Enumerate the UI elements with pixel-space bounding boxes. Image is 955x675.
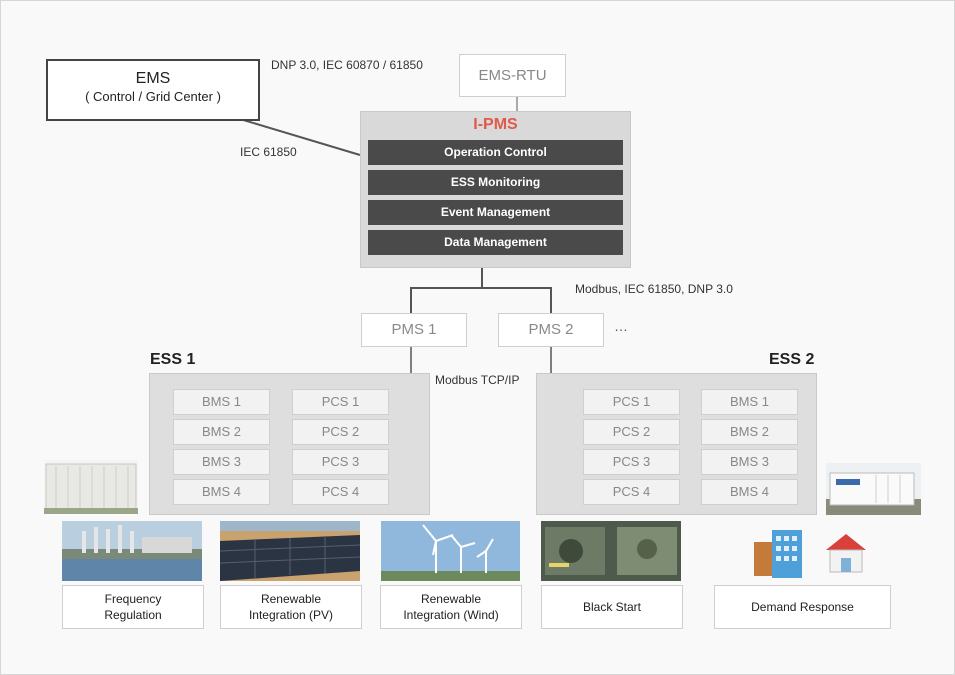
- pms-ess-protocol-label: Modbus TCP/IP: [435, 373, 520, 387]
- ess1-bms-2: BMS 2: [173, 419, 270, 445]
- application-label-line2: Integration (Wind): [403, 608, 499, 622]
- pms-more-ellipsis: …: [614, 318, 628, 334]
- black-start-image: [541, 521, 681, 581]
- application-label-line1: Demand Response: [751, 600, 854, 614]
- application-label-line1: Frequency: [104, 592, 162, 606]
- application-demand-response: Demand Response: [714, 585, 891, 629]
- ess-2-title: ESS 2: [769, 351, 815, 368]
- demand-response-image: [754, 530, 866, 578]
- ess2-bms-1: BMS 1: [701, 389, 798, 415]
- ipms-pms-protocol-label: Modbus, IEC 61850, DNP 3.0: [575, 282, 733, 296]
- ess2-pcs-1: PCS 1: [583, 389, 680, 415]
- ipms-box: I-PMS Operation Control ESS Monitoring E…: [360, 111, 631, 268]
- ess1-pcs-4: PCS 4: [292, 479, 389, 505]
- ess1-bms-1: BMS 1: [173, 389, 270, 415]
- ess1-pcs-3: PCS 3: [292, 449, 389, 475]
- frequency-regulation-image: [62, 521, 202, 581]
- ipms-title: I-PMS: [473, 116, 518, 133]
- ess-1-container-image: [44, 460, 138, 514]
- ess-1-title: ESS 1: [150, 351, 196, 368]
- ess2-pcs-2: PCS 2: [583, 419, 680, 445]
- application-black-start: Black Start: [541, 585, 683, 629]
- ems-box: EMS ( Control / Grid Center ): [46, 59, 260, 121]
- application-label-line1: Black Start: [582, 600, 642, 614]
- ess2-bms-3: BMS 3: [701, 449, 798, 475]
- ipms-pms-connector: [410, 267, 483, 313]
- ess1-bms-3: BMS 3: [173, 449, 270, 475]
- ems-ipms-protocol-label: IEC 61850: [240, 145, 297, 159]
- ipms-function-data-management: Data Management: [368, 230, 623, 255]
- ess1-pcs-2: PCS 2: [292, 419, 389, 445]
- ess2-pcs-3: PCS 3: [583, 449, 680, 475]
- ess-2-container-image: [826, 463, 921, 515]
- pv-integration-image: [220, 521, 360, 581]
- ems-rtu-box: EMS-RTU: [459, 54, 566, 97]
- ess1-bms-4: BMS 4: [173, 479, 270, 505]
- ipms-function-event-management: Event Management: [368, 200, 623, 225]
- ems-title: EMS: [135, 70, 171, 87]
- ems-subtitle: ( Control / Grid Center ): [85, 89, 221, 104]
- pms-2-box: PMS 2: [498, 313, 604, 347]
- application-label-line2: Integration (PV): [248, 608, 334, 622]
- application-label-line1: Renewable: [420, 592, 482, 606]
- ess1-pcs-1: PCS 1: [292, 389, 389, 415]
- pms-1-box: PMS 1: [361, 313, 467, 347]
- application-label-line1: Renewable: [260, 592, 322, 606]
- ess2-pcs-4: PCS 4: [583, 479, 680, 505]
- ipms-pms2-connector: [482, 287, 552, 313]
- ipms-function-operation-control: Operation Control: [368, 140, 623, 165]
- application-label-line2: Regulation: [104, 608, 162, 622]
- ess2-bms-2: BMS 2: [701, 419, 798, 445]
- wind-integration-image: [381, 521, 520, 581]
- ems-rtu-protocol-label: DNP 3.0, IEC 60870 / 61850: [271, 58, 423, 72]
- ipms-function-ess-monitoring: ESS Monitoring: [368, 170, 623, 195]
- ems-ipms-connector: [239, 118, 361, 156]
- ess2-bms-4: BMS 4: [701, 479, 798, 505]
